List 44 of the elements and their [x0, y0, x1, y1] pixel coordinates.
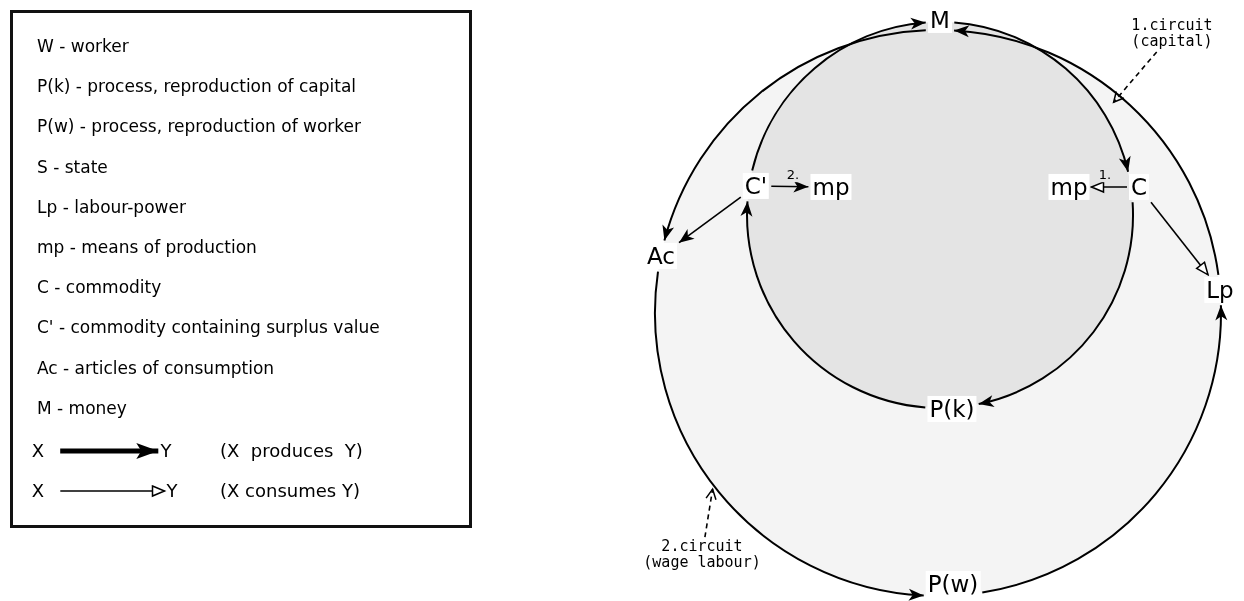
circuit-label: 2.circuit (wage labour)	[640, 539, 764, 571]
arrow	[741, 200, 927, 409]
term-label: C	[1128, 173, 1150, 201]
arrow	[678, 196, 742, 244]
term-label: mp	[810, 173, 852, 201]
term-label: Lp	[1204, 276, 1236, 304]
legend-box	[10, 10, 472, 528]
arrow	[977, 201, 1134, 406]
legend-entry: C' - commodity containing surplus value	[37, 317, 380, 338]
legend-symbol: X	[31, 481, 45, 501]
leader-line	[1112, 51, 1158, 104]
arrow	[1150, 201, 1209, 276]
legend-entry: M - money	[37, 397, 127, 418]
legend-entry: S - state	[37, 156, 108, 177]
legend-description: (X consumes Y)	[220, 481, 360, 501]
circuit-label: 1.circuit (capital)	[1129, 18, 1215, 50]
arrow	[1090, 181, 1128, 193]
term-label: Ac	[645, 242, 677, 270]
arrow	[663, 29, 927, 242]
term-label: mp	[1048, 173, 1090, 201]
arrow	[770, 180, 810, 193]
legend-entry: C - commodity	[37, 277, 162, 298]
arrow	[953, 21, 1130, 173]
arrow	[981, 304, 1227, 594]
edge-label: 2.	[786, 168, 800, 182]
legend-entry: W - worker	[37, 36, 129, 56]
edge-label: 1.	[1098, 168, 1112, 182]
leader-line	[704, 488, 717, 538]
legend-entry: P(k) - process, reproduction of capital	[37, 76, 357, 97]
arrow	[59, 485, 166, 497]
legend-entry: mp - means of production	[37, 237, 257, 257]
legend-symbol: Y	[160, 441, 172, 461]
legend-description: (X produces Y)	[220, 441, 363, 461]
term-label: P(k)	[927, 395, 977, 423]
arrow	[751, 18, 927, 172]
term-label: C'	[742, 172, 770, 200]
legend-entry: Ac - articles of consumption	[37, 357, 275, 378]
arrow	[953, 26, 1220, 276]
arrow	[60, 443, 159, 459]
legend-entry: P(w) - process, reproduction of worker	[37, 116, 362, 137]
legend-entry: Lp - labour-power	[37, 196, 186, 217]
legend-symbol: X	[31, 441, 45, 461]
legend-symbol: Y	[166, 481, 178, 501]
arrow	[654, 270, 925, 600]
